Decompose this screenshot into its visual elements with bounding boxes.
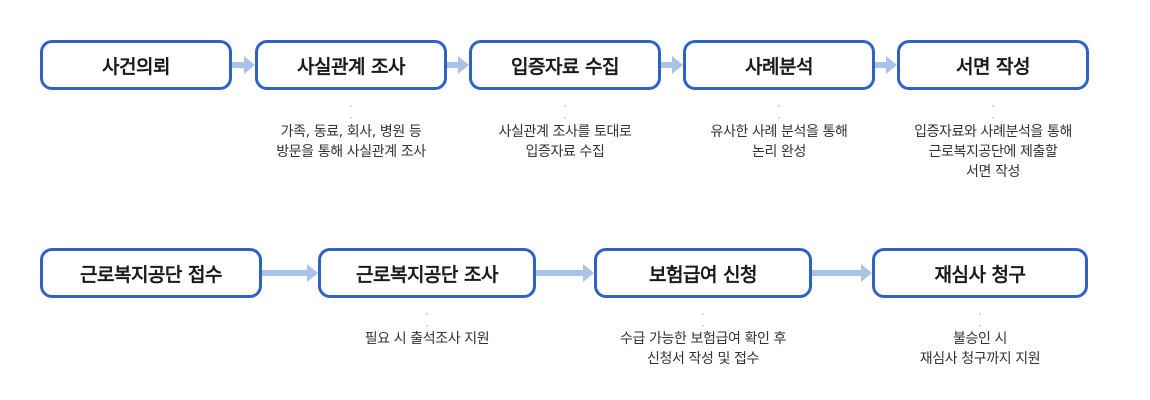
step-label: 사건의뢰	[102, 55, 170, 78]
step-description: 유사한 사례 분석을 통해 논리 완성	[710, 124, 848, 160]
arrow-right-icon	[232, 56, 255, 74]
arrow-right-icon	[447, 56, 469, 74]
step-label: 사실관계 조사	[297, 55, 406, 78]
arrow-right-icon	[812, 264, 872, 282]
step-box-case-request: 사건의뢰	[40, 40, 232, 90]
step-label: 사례분석	[745, 55, 813, 78]
step-label: 근로복지공단 조사	[356, 263, 498, 286]
arrow-right-icon	[661, 56, 683, 74]
connector-dots: ··	[701, 307, 705, 333]
step-box-fact-investigation: 사실관계 조사	[255, 40, 447, 90]
step-label: 근로복지공단 접수	[80, 263, 222, 286]
connector-dots: ··	[777, 99, 781, 125]
step-box-reexamination-request: 재심사 청구	[872, 248, 1088, 298]
step-description: 불승인 시 재심사 청구까지 지원	[919, 331, 1041, 367]
arrow-right-icon	[262, 264, 318, 282]
step-description: 가족, 동료, 회사, 병원 등 방문을 통해 사실관계 조사	[276, 124, 426, 160]
arrow-right-icon	[536, 264, 594, 282]
step-box-case-analysis: 사례분석	[683, 40, 875, 90]
step-description: 수급 가능한 보험급여 확인 후 신청서 작성 및 접수	[620, 331, 786, 367]
step-box-evidence-collection: 입증자료 수집	[469, 40, 661, 90]
step-box-welfare-filing: 근로복지공단 접수	[40, 248, 262, 298]
connector-dots: ··	[978, 307, 982, 333]
connector-dots: ··	[991, 99, 995, 125]
connector-dots: ··	[425, 307, 429, 333]
step-label: 서면 작성	[955, 55, 1031, 78]
step-label: 보험급여 신청	[649, 263, 758, 286]
step-box-document-writing: 서면 작성	[897, 40, 1089, 90]
connector-dots: ··	[349, 99, 353, 125]
step-label: 재심사 청구	[934, 263, 1026, 286]
step-description: 필요 시 출석조사 지원	[364, 331, 490, 347]
arrow-right-icon	[875, 56, 897, 74]
step-description: 입증자료와 사례분석을 통해 근로복지공단에 제출할 서면 작성	[914, 124, 1072, 180]
step-label: 입증자료 수집	[511, 55, 620, 78]
step-box-benefit-application: 보험급여 신청	[594, 248, 812, 298]
step-box-welfare-investigation: 근로복지공단 조사	[318, 248, 536, 298]
step-description: 사실관계 조사를 토대로 입증자료 수집	[498, 124, 632, 160]
connector-dots: ··	[563, 99, 567, 125]
